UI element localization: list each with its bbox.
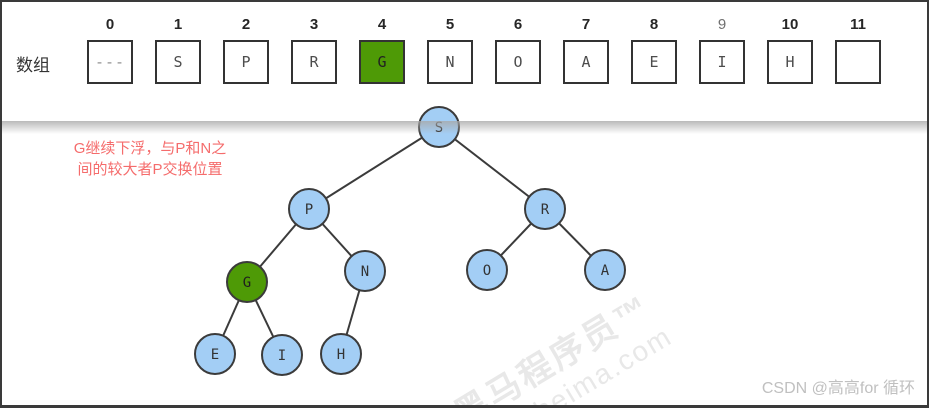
tree-node-O xyxy=(466,249,508,291)
array-cell-value: --- xyxy=(87,40,133,84)
array-cell-value: E xyxy=(631,40,677,84)
tree-node-H xyxy=(320,333,362,375)
tree-node-label-E: E xyxy=(211,347,219,363)
annotation-line-2: 间的较大者P交换位置 xyxy=(77,161,223,178)
tree-edge-S-P xyxy=(308,126,440,210)
array-cell-value: H xyxy=(767,40,813,84)
tree-node-label-P: P xyxy=(305,202,313,218)
tree-node-label-H: H xyxy=(337,347,345,363)
array-cell-value: P xyxy=(223,40,269,84)
tree-node-A xyxy=(584,249,626,291)
annotation-line-1: G继续下浮，与P和N之 xyxy=(73,140,227,157)
tree-node-R xyxy=(524,188,566,230)
array-cell-value: R xyxy=(291,40,337,84)
tree-node-G xyxy=(226,261,268,303)
array-index-label: 7 xyxy=(581,16,591,33)
array-index-label: 10 xyxy=(781,16,799,33)
tree-node-N xyxy=(344,250,386,292)
array-index-label: 1 xyxy=(173,16,183,33)
array-index-label: 3 xyxy=(309,16,319,33)
tree-node-label-R: R xyxy=(541,202,550,218)
array-index-label: 6 xyxy=(513,16,523,33)
watermark-csdn: CSDN @高高for 循环 xyxy=(761,380,915,397)
array-index-label: 8 xyxy=(649,16,659,33)
array-cell-value: S xyxy=(155,40,201,84)
tree-node-label-A: A xyxy=(601,263,610,279)
array-cell-value: N xyxy=(427,40,473,84)
array-cell-11: 11 xyxy=(835,14,881,84)
array-cell-value: O xyxy=(495,40,541,84)
tree-node-label-N: N xyxy=(361,264,369,280)
array-cell-value: G xyxy=(359,40,405,84)
tree-edge-S-R xyxy=(438,126,546,210)
array-label: 数组 xyxy=(16,56,50,75)
array-cell-value: A xyxy=(563,40,609,84)
section-divider xyxy=(2,121,927,134)
tree-node-label-I: I xyxy=(278,348,286,364)
array-index-label: 11 xyxy=(850,16,866,33)
array-index-label: 4 xyxy=(377,16,387,33)
tree-node-label-O: O xyxy=(483,263,491,279)
array-cell-0: 0 --- xyxy=(87,14,133,84)
array-index-label: 2 xyxy=(241,16,251,33)
annotation-text: G继续下浮，与P和N之 间的较大者P交换位置 xyxy=(58,138,242,180)
array-index-label: 0 xyxy=(105,16,115,33)
array-index-label: 9 xyxy=(717,16,727,33)
tree-node-E xyxy=(194,333,236,375)
array-cell-value: I xyxy=(699,40,745,84)
array-cell-value xyxy=(835,40,881,84)
tree-node-label-G: G xyxy=(243,275,251,291)
array-index-label: 5 xyxy=(445,16,455,33)
tree-node-I xyxy=(261,334,303,376)
tree-node-P xyxy=(288,188,330,230)
